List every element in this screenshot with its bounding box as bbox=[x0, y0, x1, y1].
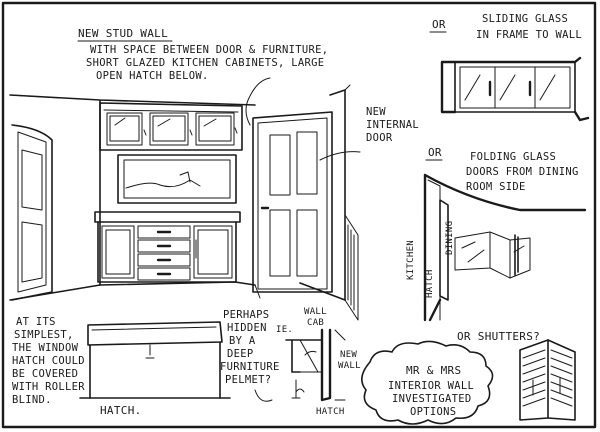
simplest-5: BE COVERED bbox=[12, 368, 78, 380]
dining-label: DINING bbox=[445, 221, 455, 255]
base-cabinets bbox=[94, 211, 241, 283]
note-line-1: WITH SPACE BETWEEN DOOR & FURNITURE, bbox=[90, 44, 328, 56]
client-note-2: INTERIOR WALL bbox=[388, 380, 474, 392]
wall-cab-1: WALL bbox=[304, 307, 327, 317]
wall-cabinets bbox=[99, 102, 243, 151]
sliding-glass-sketch bbox=[440, 56, 590, 122]
simplest-2: SIMPLEST, bbox=[14, 329, 74, 341]
folding-note-3: ROOM SIDE bbox=[466, 181, 526, 193]
simplest-4: HATCH COULD bbox=[12, 355, 85, 367]
roller-blind-sketch bbox=[79, 321, 231, 399]
simplest-6: WITH ROLLER bbox=[12, 381, 85, 393]
wall-cab-2: CAB bbox=[307, 318, 324, 328]
hatch-label: HATCH bbox=[425, 269, 435, 298]
pelmet-6: PELMET? bbox=[225, 374, 271, 386]
pelmet-2: HIDDEN bbox=[227, 322, 267, 334]
door-note-3: DOOR bbox=[366, 132, 393, 144]
folding-note-1: FOLDING GLASS bbox=[470, 151, 556, 163]
note-line-3: OPEN HATCH BELOW. bbox=[96, 70, 209, 82]
simplest-1: AT ITS bbox=[16, 316, 56, 328]
sliding-note-1: SLIDING GLASS bbox=[482, 13, 568, 25]
pelmet-5: FURNITURE bbox=[220, 361, 280, 373]
internal-door bbox=[252, 111, 333, 293]
client-note-cloud bbox=[361, 340, 494, 425]
hatch-window bbox=[117, 154, 237, 204]
folding-note-2: DOORS FROM DINING bbox=[466, 166, 579, 178]
ie-label: IE. bbox=[276, 325, 293, 335]
pelmet-section-sketch bbox=[285, 328, 346, 402]
simplest-3: THE WINDOW bbox=[12, 342, 79, 354]
door-note-2: INTERNAL bbox=[366, 119, 419, 131]
note-title: NEW STUD WALL bbox=[78, 27, 168, 40]
folding-glass-sketch bbox=[423, 173, 587, 322]
or-label-1: OR bbox=[432, 18, 446, 31]
door-note-1: NEW bbox=[366, 106, 386, 118]
or-label-2: OR bbox=[428, 146, 442, 159]
new-wall-2: WALL bbox=[338, 361, 361, 371]
note-leader bbox=[245, 77, 271, 126]
shutters-note: OR SHUTTERS? bbox=[457, 330, 540, 343]
note-line-2: SHORT GLAZED KITCHEN CABINETS, LARGE bbox=[86, 57, 324, 69]
simplest-7: BLIND. bbox=[12, 394, 52, 406]
hatch-small: HATCH bbox=[316, 407, 345, 417]
door-leader bbox=[319, 151, 361, 161]
client-note-4: OPTIONS bbox=[410, 406, 456, 418]
client-note-3: INVESTIGATED bbox=[392, 393, 471, 405]
client-note-1: MR & MRS bbox=[406, 364, 461, 377]
pelmet-4: DEEP bbox=[227, 348, 254, 360]
pelmet-1: PERHAPS bbox=[223, 309, 269, 321]
hatch-caption: HATCH. bbox=[100, 404, 142, 417]
shutters-sketch bbox=[519, 339, 576, 421]
new-wall-1: NEW bbox=[340, 350, 357, 360]
kitchen-label: KITCHEN bbox=[406, 240, 416, 280]
sliding-note-2: IN FRAME TO WALL bbox=[476, 29, 582, 41]
pelmet-3: BY A bbox=[229, 335, 256, 347]
